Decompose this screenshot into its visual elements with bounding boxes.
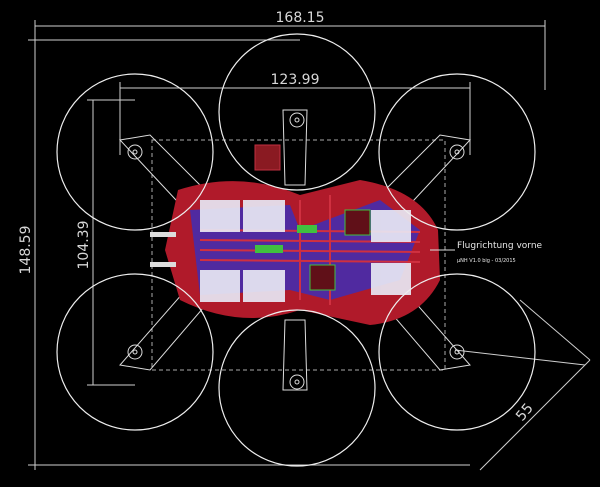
dimension-overall-width: 168.15 (276, 10, 325, 26)
dimension-propeller-diameter: 55 (513, 400, 537, 424)
dimension-motor-spacing-height: 104.39 (76, 221, 92, 270)
dimension-overall-height: 148.59 (18, 226, 34, 275)
dimension-motor-spacing-width: 123.99 (271, 72, 320, 88)
board-outline-dashed (151, 139, 446, 371)
direction-label: Flugrichtung vorne (457, 241, 543, 251)
version-label: µNH V1.0 big - 03/2015 (457, 258, 516, 264)
propeller-circles (56, 33, 536, 467)
motor-mount-holes (127, 112, 465, 390)
dimension-lines (28, 20, 591, 471)
mosfet-components (200, 200, 411, 302)
